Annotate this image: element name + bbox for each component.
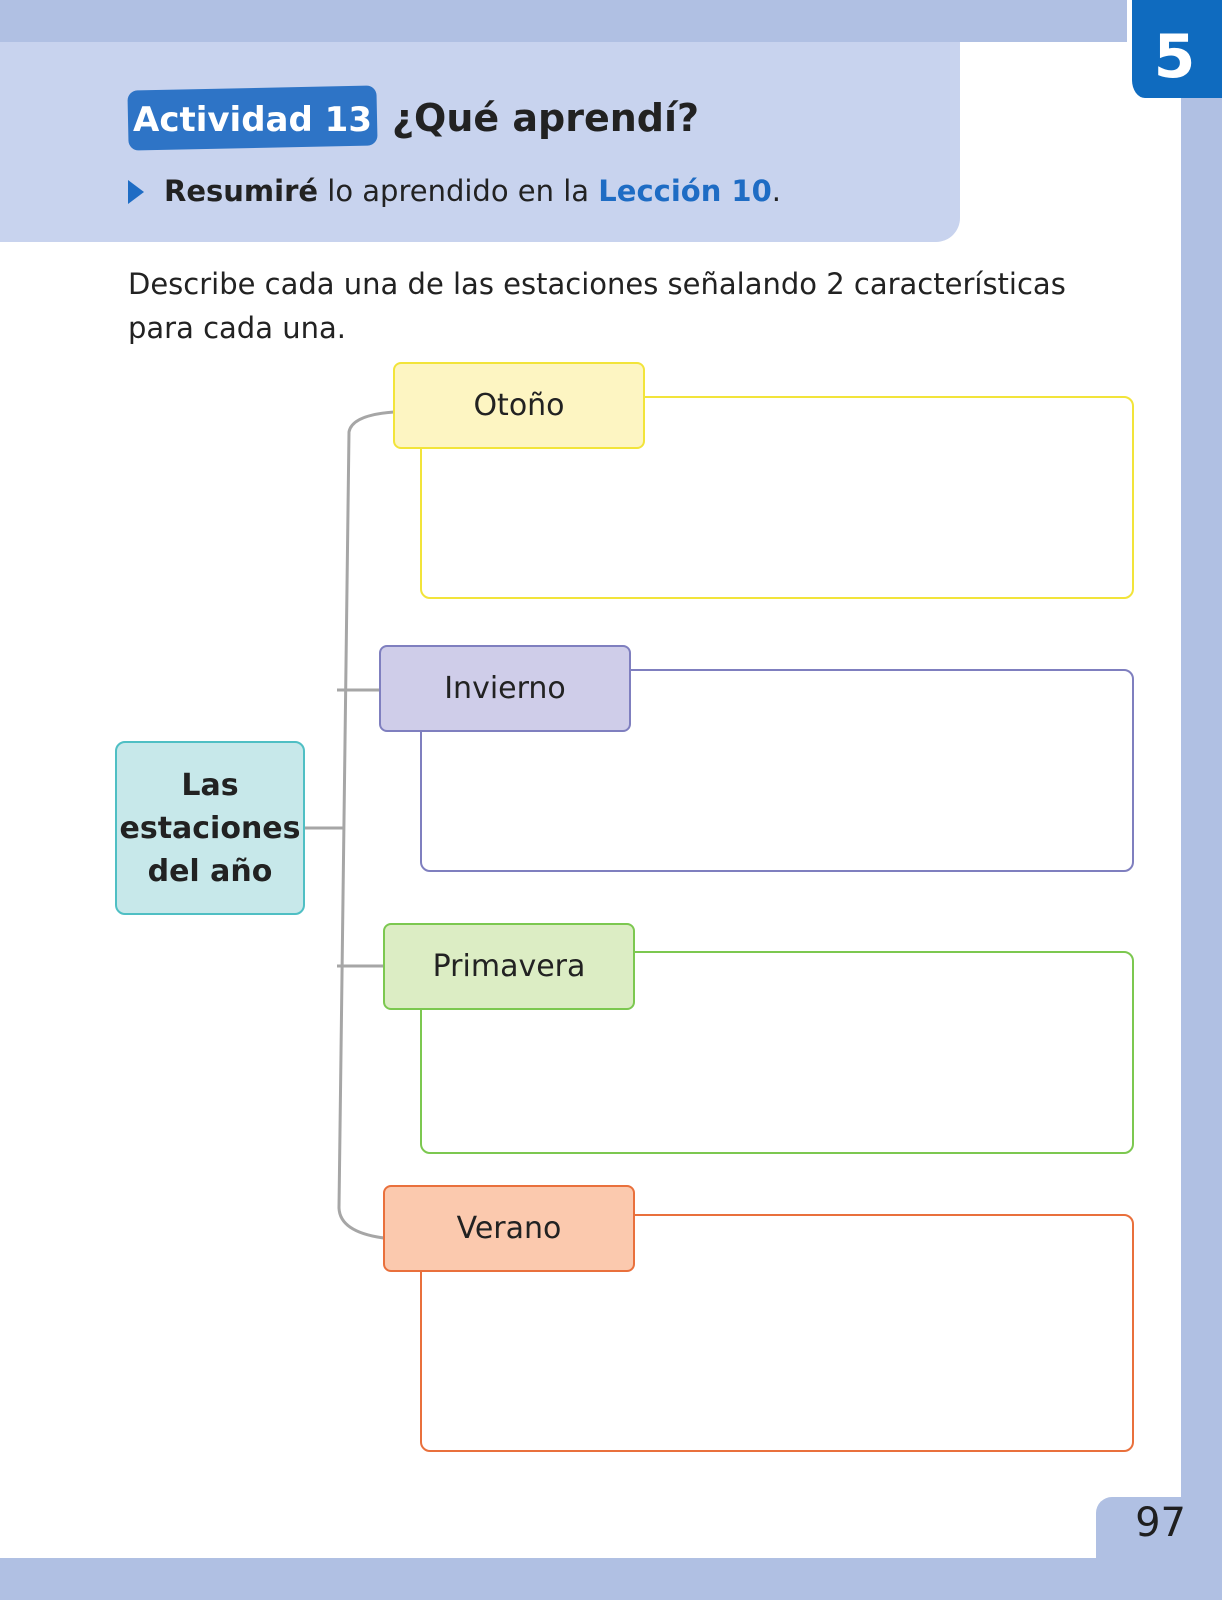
bottom-band (0, 1558, 1222, 1600)
page-number: 97 (1135, 1500, 1186, 1546)
season-label-verano: Verano (383, 1185, 635, 1272)
season-label-invierno: Invierno (379, 645, 631, 732)
season-label-otono: Otoño (393, 362, 645, 449)
season-label-primavera: Primavera (383, 923, 635, 1010)
bracket-line (337, 410, 395, 1240)
unit-number: 5 (1153, 22, 1196, 92)
instruction-text: Describe cada una de las estaciones seña… (128, 267, 1066, 345)
objective-end: . (771, 174, 782, 208)
right-margin-band (1181, 0, 1222, 1600)
unit-tab (1127, 0, 1222, 98)
lesson-reference: Lección 10 (598, 174, 772, 208)
page-title: ¿Qué aprendí? (392, 96, 700, 140)
objective-verb: Resumiré (164, 174, 319, 208)
activity-badge-label: Actividad 13 (133, 100, 372, 140)
objective-text: lo aprendido en la (318, 174, 599, 208)
play-arrow-icon (128, 180, 144, 204)
top-band (0, 0, 1222, 42)
center-node: Las estaciones del año (115, 741, 305, 915)
page-number-tab (1096, 1497, 1222, 1567)
learning-objective: Resumiré lo aprendido en la Lección 10. (164, 174, 781, 208)
